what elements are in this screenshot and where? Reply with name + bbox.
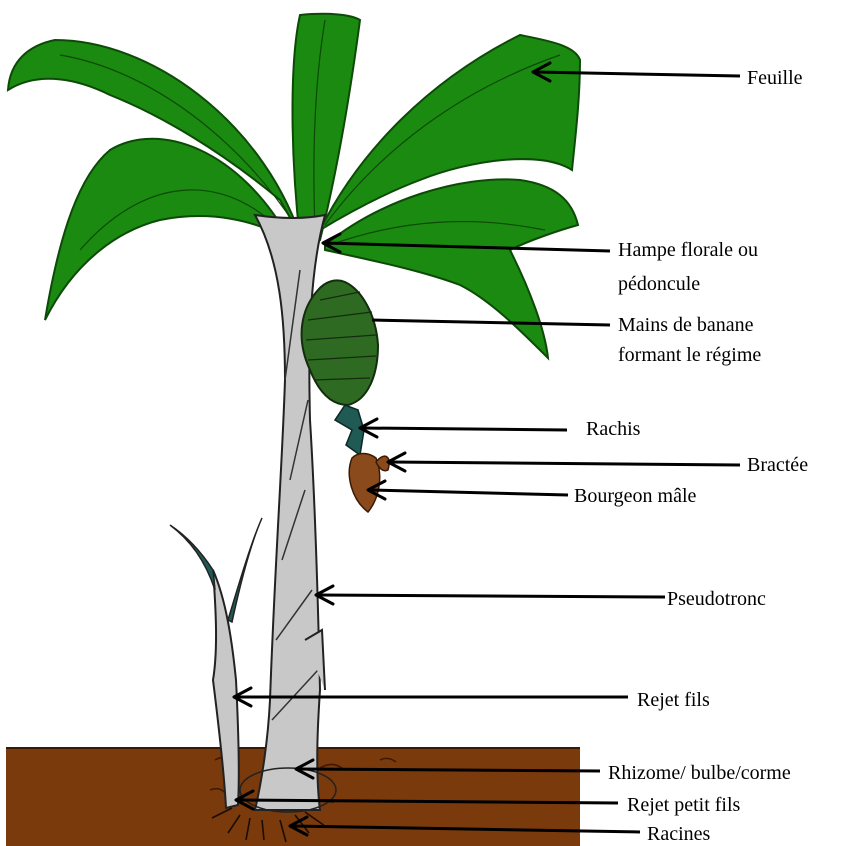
label-rejet-petit-fils: Rejet petit fils (627, 794, 741, 816)
arrow-rhizome (298, 769, 600, 771)
label-mains-line2: formant le régime (618, 344, 761, 366)
label-feuille: Feuille (747, 67, 803, 89)
arrow-bractee (390, 462, 740, 465)
label-hampe-line1: Hampe florale ou (618, 239, 758, 261)
label-rachis: Rachis (586, 418, 641, 440)
label-bractee: Bractée (747, 454, 808, 476)
arrow-mains (372, 320, 610, 325)
label-racines: Racines (647, 823, 711, 845)
label-rhizome: Rhizome/ bulbe/corme (608, 762, 791, 784)
labels: Feuille Hampe florale ou pédoncule Mains… (574, 67, 808, 845)
label-rejet-fils: Rejet fils (637, 689, 710, 711)
label-hampe-line2: pédoncule (618, 273, 700, 295)
label-pseudotronc: Pseudotronc (667, 588, 766, 610)
arrow-pseudotronc (318, 595, 665, 597)
label-bourgeon: Bourgeon mâle (574, 485, 697, 507)
rachis (335, 405, 364, 455)
arrow-rachis (362, 428, 567, 430)
banana-bunch (302, 280, 378, 405)
arrow-bourgeon (370, 490, 568, 495)
label-mains-line1: Mains de banane (618, 314, 754, 336)
